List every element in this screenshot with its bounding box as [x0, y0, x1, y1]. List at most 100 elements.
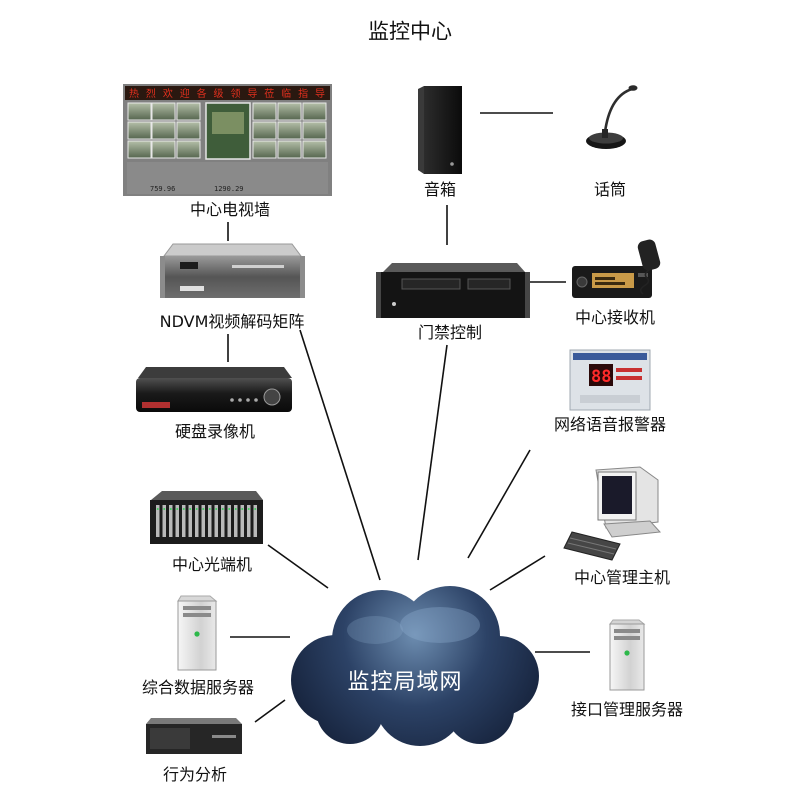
optical-port-card — [253, 505, 257, 537]
behavior-analysis-slot — [212, 735, 236, 738]
optical-port-led — [202, 508, 205, 510]
interface-server-bay — [614, 636, 640, 640]
cloud-highlight — [347, 616, 403, 644]
behavior-analysis-icon — [146, 718, 242, 754]
label-receiver: 中心接收机 — [574, 308, 656, 327]
access-control-bay — [401, 278, 461, 290]
host-monitor-screen — [602, 476, 632, 514]
tv-wall-screen-tile — [127, 102, 152, 121]
microphone-icon — [586, 85, 638, 149]
interface-server-bay — [614, 629, 640, 633]
speaker-side — [418, 86, 424, 174]
optical-port-card — [188, 505, 192, 537]
voice-alarm-led-panel — [589, 364, 613, 386]
microphone-gooseneck — [603, 87, 633, 133]
optical-port-card — [169, 505, 173, 537]
lan-cloud-icon — [291, 586, 539, 746]
receiver-button — [638, 273, 648, 277]
optical-port-led — [195, 508, 198, 510]
dvr-brand-badge — [142, 402, 170, 408]
tv-wall-lower-panel — [127, 162, 328, 194]
receiver-display-text — [595, 282, 625, 285]
page-title: 监控中心 — [368, 19, 452, 44]
tv-wall-screen-tile — [151, 102, 176, 121]
interface-server-top — [609, 619, 646, 625]
host-keyboard-keys — [567, 542, 615, 555]
label-tv-wall: 中心电视墙 — [189, 200, 271, 219]
tv-wall-screen-tile — [176, 140, 201, 159]
link-alarm-network — [467, 449, 531, 559]
ndvm-label-strip — [180, 286, 204, 291]
cloud-highlight — [400, 607, 480, 643]
connections — [227, 112, 590, 723]
interface-server-icon — [609, 619, 646, 691]
voice-alarm-grille — [580, 395, 640, 403]
optical-port-led — [228, 508, 231, 510]
tv-wall-screen-tile — [151, 140, 176, 159]
voice-alarm-led: 88 — [591, 367, 611, 387]
microphone-head — [628, 85, 638, 91]
optical-port-led — [208, 508, 211, 510]
tv-wall-readout-right: 1290.29 — [214, 185, 244, 193]
dvr-button — [246, 398, 250, 402]
optical-port-led — [221, 508, 224, 510]
tv-wall-main-screen-scene — [212, 112, 244, 134]
tv-wall-screen-tile — [277, 121, 302, 140]
tv-wall-screen-tile — [252, 140, 277, 159]
host-keyboard-keys — [569, 537, 617, 550]
speaker-front — [424, 86, 462, 174]
optical-port-led — [254, 508, 257, 510]
cloud-lobe — [316, 676, 384, 744]
dvr-button — [238, 398, 242, 402]
dvr-top — [138, 367, 292, 378]
voice-alarm-header — [573, 353, 647, 360]
cloud-lobe — [374, 654, 466, 746]
optical-port-card — [175, 505, 179, 537]
tv-wall-screen-tile — [252, 102, 277, 121]
ndvm-display — [180, 262, 198, 269]
optical-port-led — [182, 508, 185, 510]
label-ndvm: NDVM视频解码矩阵 — [159, 312, 305, 331]
optical-terminal-icon — [150, 491, 263, 544]
tv-wall-banner-bar — [125, 86, 330, 100]
dvr-button — [230, 398, 234, 402]
behavior-analysis-top — [146, 718, 242, 724]
voice-alarm-indicator — [616, 376, 642, 380]
optical-port-card — [156, 505, 160, 537]
receiver-cord — [639, 269, 650, 295]
tv-wall-screen-tile — [176, 102, 201, 121]
tv-wall-screen-tile — [302, 121, 327, 140]
tv-wall-screen-tile — [176, 121, 201, 140]
optical-port-led — [156, 508, 159, 510]
label-access-control: 门禁控制 — [417, 323, 483, 342]
link-ndvm-network — [299, 329, 381, 581]
dvr-front — [136, 378, 292, 412]
tv-wall-screen-tile — [277, 140, 302, 159]
data-server-icon — [177, 595, 218, 671]
voice-alarm-indicator — [616, 368, 642, 372]
optical-port-card — [227, 505, 231, 537]
optical-port-led — [215, 508, 218, 510]
interface-server-power-led — [624, 650, 630, 656]
label-behavior-analysis: 行为分析 — [162, 765, 228, 784]
optical-port-led — [247, 508, 250, 510]
dvr-icon — [136, 367, 292, 412]
ndvm-top — [163, 243, 302, 257]
optical-port-card — [162, 505, 166, 537]
dvr-button — [254, 398, 258, 402]
speaker-icon — [418, 86, 462, 174]
link-access-network — [417, 344, 448, 561]
optical-terminal-ports — [156, 505, 257, 537]
data-server-power-led — [194, 631, 200, 637]
data-server-top — [177, 595, 218, 602]
receiver-handset — [637, 239, 661, 271]
optical-port-led — [176, 508, 179, 510]
ndvm-nameplate — [232, 265, 284, 268]
ndvm-decoder-icon — [160, 243, 305, 298]
dvr-jog-wheel — [263, 388, 281, 406]
tv-wall-screen-tile — [302, 140, 327, 159]
ndvm-ear-left — [160, 256, 165, 298]
optical-port-led — [169, 508, 172, 510]
tv-wall-readout-left: 759.96 — [150, 185, 175, 193]
